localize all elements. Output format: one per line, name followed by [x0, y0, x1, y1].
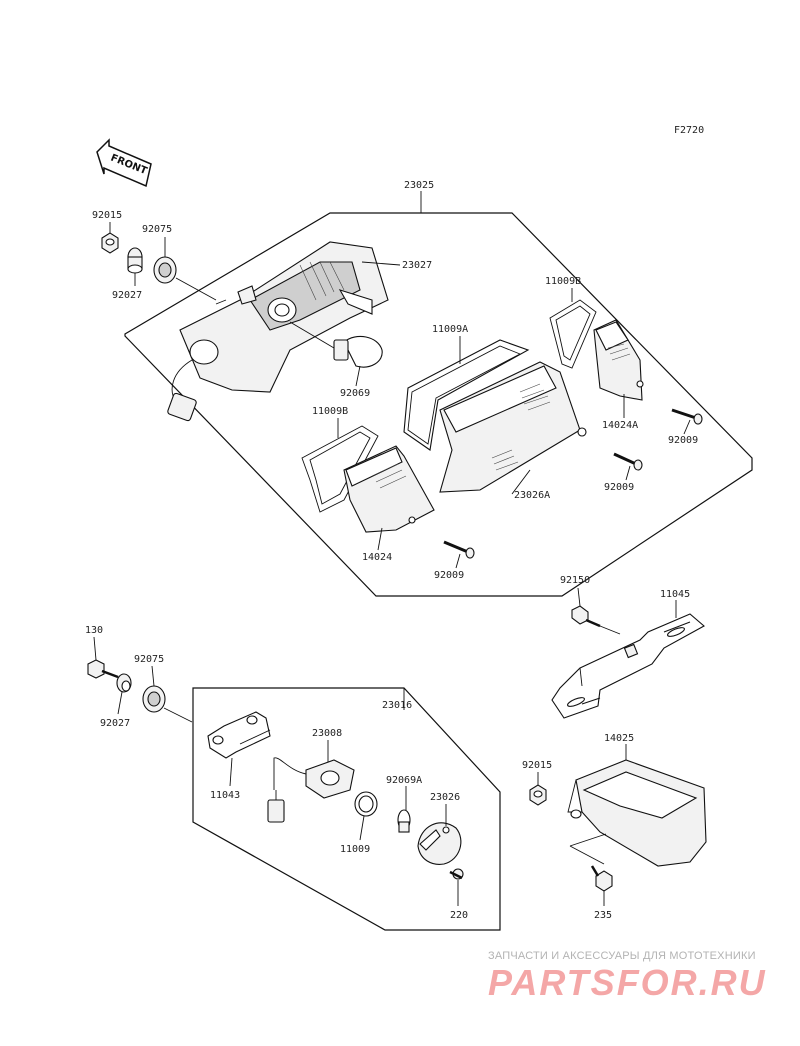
label-92009-b: 92009 [604, 482, 634, 493]
label-11043: 11043 [210, 790, 240, 801]
assembly-frame-23025 [124, 212, 753, 597]
wire-harness-connector [167, 359, 197, 422]
bulb-92069 [333, 335, 383, 368]
lens-14024a [593, 319, 644, 401]
gasket-11009a [403, 339, 530, 451]
gasket-11009b-right [549, 299, 597, 369]
label-92009-a: 92009 [668, 435, 698, 446]
grommet-92075-top [153, 256, 177, 284]
label-11009a: 11009A [432, 324, 468, 335]
bolt-235 [590, 865, 613, 892]
screw-92009-c [443, 540, 475, 559]
label-92075-bottom: 92075 [134, 654, 164, 665]
figure-code: F2720 [674, 125, 704, 136]
label-23008: 23008 [312, 728, 342, 739]
screw-92009-b [613, 452, 643, 471]
front-arrow-icon: FRONT [96, 138, 152, 188]
label-92015-top: 92015 [92, 210, 122, 221]
label-92015-bottom: 92015 [522, 760, 552, 771]
label-11009: 11009 [340, 844, 370, 855]
label-92069a: 92069A [386, 775, 422, 786]
label-23026: 23026 [430, 792, 460, 803]
watermark-caption: ЗАПЧАСТИ И АКСЕССУАРЫ ДЛЯ МОТОТЕХНИКИ [488, 950, 756, 962]
gasket-11009 [354, 791, 378, 817]
label-220: 220 [450, 910, 468, 921]
label-14025: 14025 [604, 733, 634, 744]
bolt-92150 [571, 605, 601, 628]
collar-92027-bottom [116, 673, 132, 693]
label-23016: 23016 [382, 700, 412, 711]
grommet-92075-bottom [142, 685, 166, 713]
watermark-logo: PARTSFOR.RU [488, 962, 767, 1003]
label-14024a: 14024A [602, 420, 638, 431]
label-14024: 14024 [362, 552, 392, 563]
label-92027-top: 92027 [112, 290, 142, 301]
screw-220 [449, 868, 464, 880]
label-92009-c: 92009 [434, 570, 464, 581]
bracket-11045 [551, 613, 705, 719]
tail-light-housing-23027 [179, 241, 401, 393]
label-92069: 92069 [340, 388, 370, 399]
socket-23008 [267, 757, 355, 823]
nut-92015-top [101, 232, 119, 254]
cover-14025 [567, 759, 707, 867]
label-23026a: 23026A [514, 490, 550, 501]
collar-92027-top [127, 247, 143, 274]
label-130: 130 [85, 625, 103, 636]
label-92075-top: 92075 [142, 224, 172, 235]
label-92027-bottom: 92027 [100, 718, 130, 729]
label-11009b-right: 11009B [545, 276, 581, 287]
lens-23026 [417, 822, 462, 865]
lens-23026a [439, 361, 587, 493]
label-23025: 23025 [404, 180, 434, 191]
label-11009b-left: 11009B [312, 406, 348, 417]
label-235: 235 [594, 910, 612, 921]
label-23027: 23027 [402, 260, 432, 271]
screw-92009-a [671, 408, 703, 425]
bulb-92069a [397, 809, 411, 833]
bracket-11043 [207, 711, 271, 759]
label-92150: 92150 [560, 575, 590, 586]
gasket-11009b-left [301, 425, 379, 513]
lens-14024 [343, 445, 435, 533]
bolt-130 [87, 659, 119, 679]
nut-92015-bottom [529, 784, 547, 806]
label-11045: 11045 [660, 589, 690, 600]
